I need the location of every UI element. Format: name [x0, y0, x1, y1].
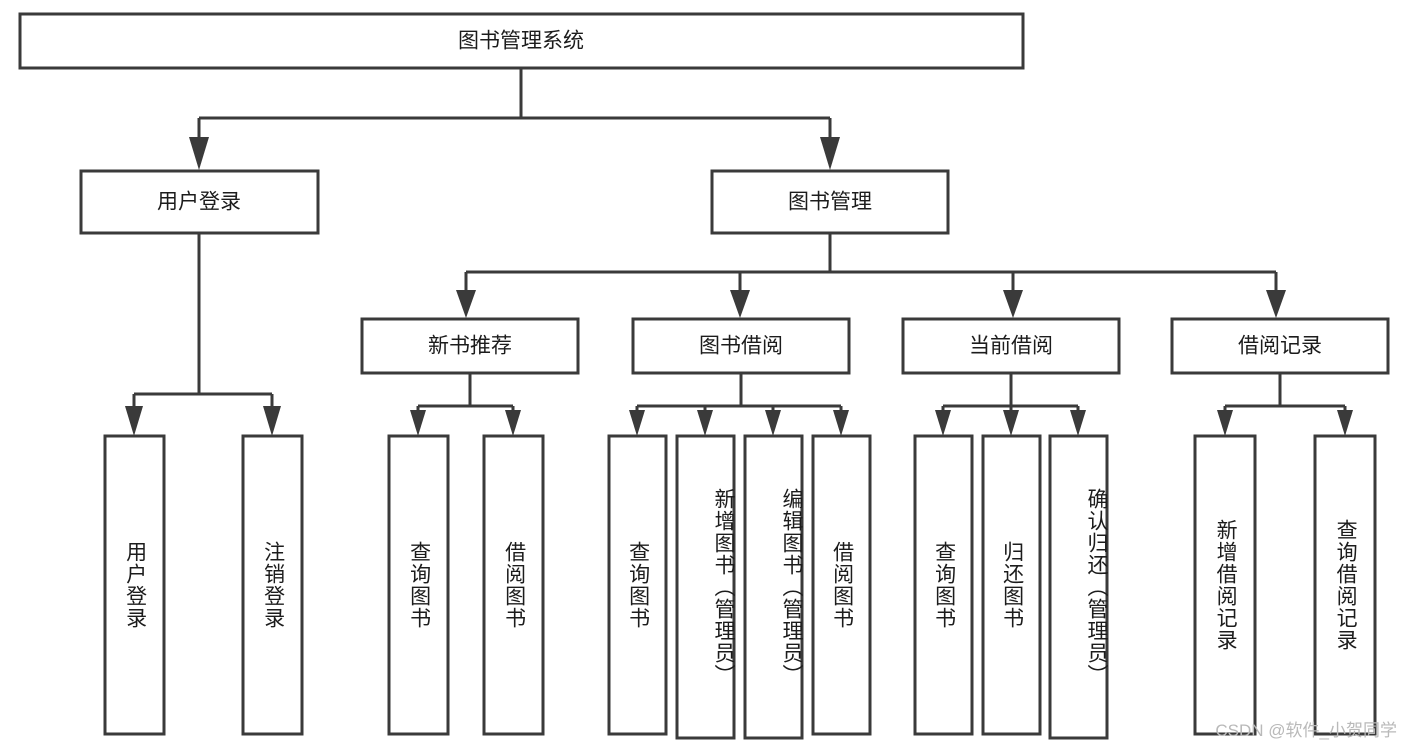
node-borrow-record-box[interactable] [1170, 317, 1390, 375]
leaf-box-current-borrow-2[interactable] [1048, 434, 1109, 740]
arrowhead-leaf-current-borrow-0 [935, 410, 951, 436]
leaf-box-book-borrow-0[interactable] [607, 434, 668, 736]
node-new-book-recommend-label: 新书推荐 [428, 335, 512, 358]
leaf-box-book-borrow-1[interactable] [675, 434, 736, 740]
leaf-box-borrow-record-1[interactable] [1313, 434, 1377, 736]
arrowhead-leaf-current-borrow-1 [1003, 410, 1019, 436]
arrowhead-leaf-user-login-0 [125, 406, 143, 436]
node-user-login-label: 用户登录 [157, 191, 241, 214]
leaf-box-current-borrow-1[interactable] [981, 434, 1042, 736]
leaf-box-book-borrow-3[interactable] [811, 434, 872, 736]
arrowhead-book-borrow [730, 290, 750, 318]
node-root-label: 图书管理系统 [458, 30, 584, 53]
arrowhead-leaf-book-borrow-0 [629, 410, 645, 436]
leaf-box-book-borrow-2[interactable] [743, 434, 804, 740]
arrowhead-leaf-borrow-record-1 [1337, 410, 1353, 436]
node-book-borrow-label: 图书借阅 [699, 335, 783, 358]
arrowhead-leaf-new-book-1 [505, 410, 521, 436]
node-book-manage-box[interactable] [710, 169, 950, 235]
node-new-book-recommend-box[interactable] [360, 317, 580, 375]
watermark-text: CSDN @软件_小贺同学 [1215, 721, 1397, 740]
node-book-manage-label: 图书管理 [788, 191, 872, 214]
arrowhead-leaf-book-borrow-2 [765, 410, 781, 436]
arrowhead-current-borrow [1003, 290, 1023, 318]
arrowhead-leaf-book-borrow-1 [697, 410, 713, 436]
leaf-box-user-login-0[interactable] [103, 434, 166, 736]
arrowhead-leaf-borrow-record-0 [1217, 410, 1233, 436]
leaf-box-new-book-0[interactable] [387, 434, 450, 736]
node-current-borrow-box[interactable] [901, 317, 1121, 375]
leaf-box-user-login-1[interactable] [241, 434, 304, 736]
node-book-borrow-box[interactable] [631, 317, 851, 375]
arrowhead-borrow-record [1266, 290, 1286, 318]
leaf-box-borrow-record-0[interactable] [1193, 434, 1257, 736]
arrowhead-leaf-new-book-0 [410, 410, 426, 436]
arrowhead-book-manage [820, 137, 840, 170]
arrowhead-user-login [189, 137, 209, 170]
node-current-borrow-label: 当前借阅 [969, 335, 1053, 358]
leaf-box-current-borrow-0[interactable] [913, 434, 974, 736]
leaf-box-new-book-1[interactable] [482, 434, 545, 736]
node-borrow-record-label: 借阅记录 [1238, 335, 1322, 358]
node-root-box[interactable] [18, 12, 1025, 70]
arrowhead-leaf-book-borrow-3 [833, 410, 849, 436]
arrowhead-new-book-recommend [456, 290, 476, 318]
arrowhead-leaf-user-login-1 [263, 406, 281, 436]
arrowhead-leaf-current-borrow-2 [1070, 410, 1086, 436]
